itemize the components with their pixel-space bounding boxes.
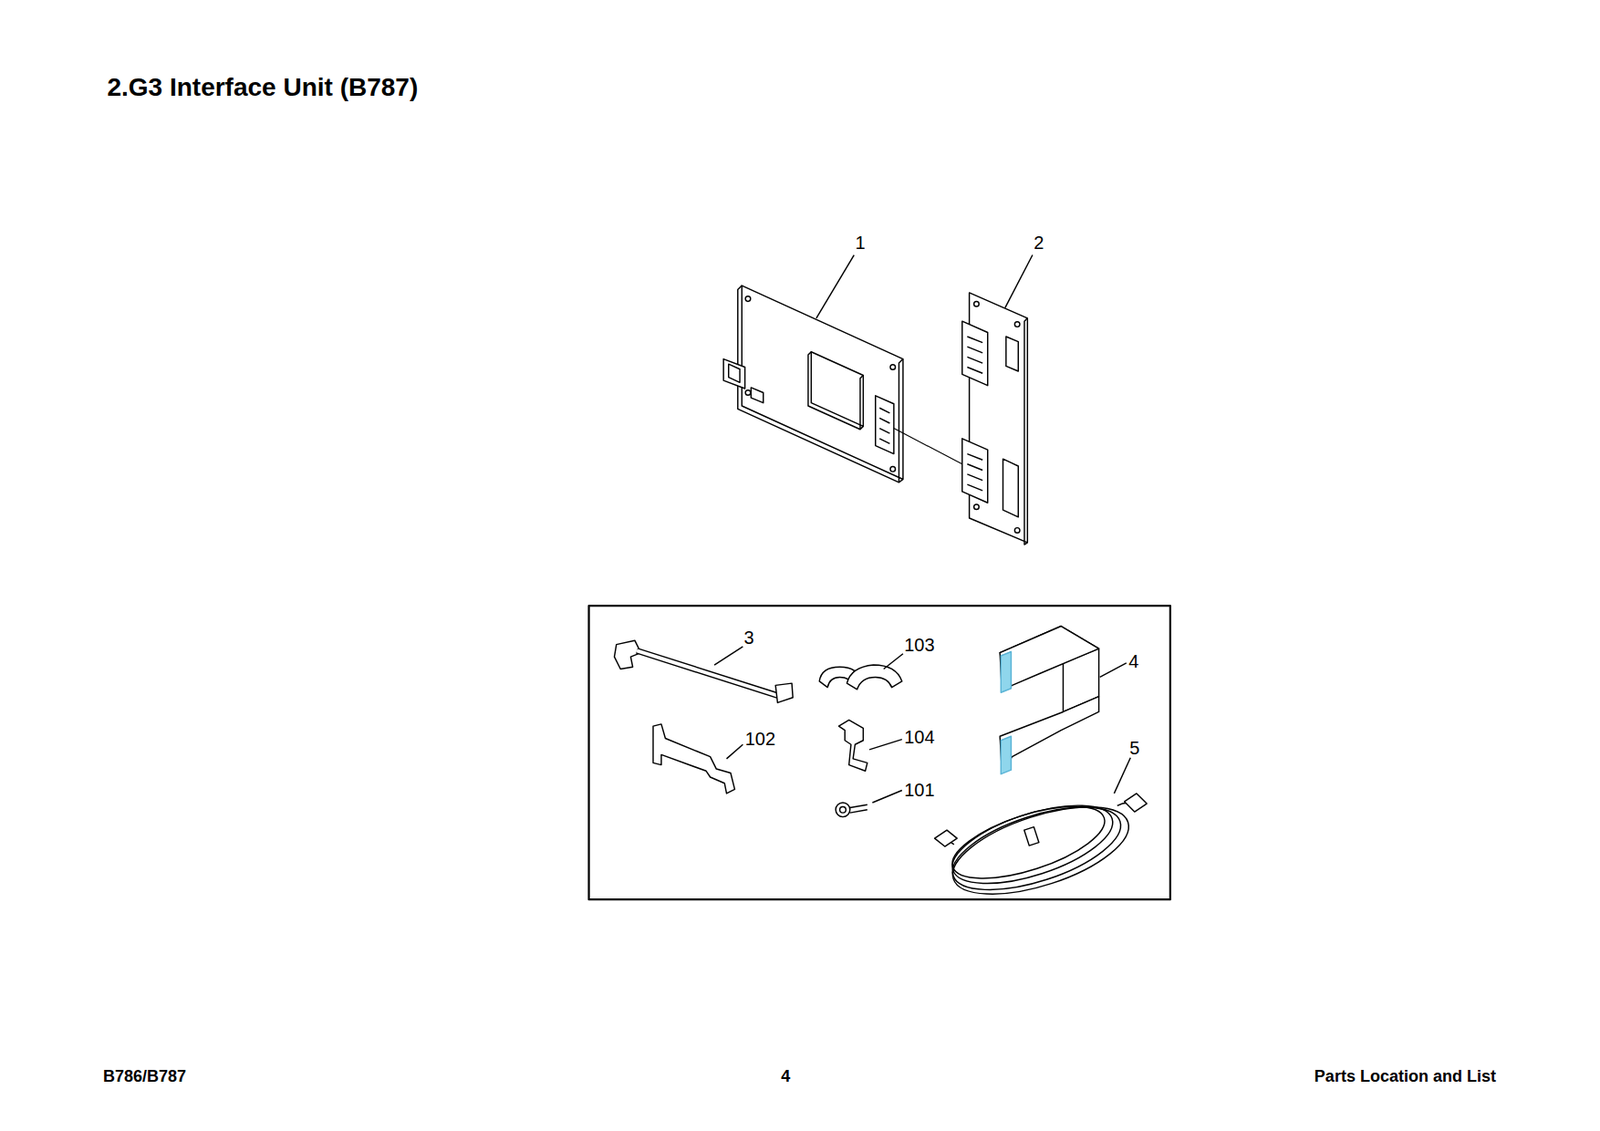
callout-number: 103 (903, 634, 935, 655)
callout-number: 4 (1128, 651, 1139, 672)
callout-number: 3 (744, 627, 755, 648)
page-number: 4 (780, 1068, 790, 1087)
footer-section: Parts Location and List (1314, 1068, 1497, 1087)
footer-model: B786/B787 (103, 1068, 187, 1087)
callout-number: 5 (1129, 737, 1140, 759)
callout-number: 2 (1033, 232, 1044, 253)
callout-number: 102 (745, 728, 776, 749)
callout-number: 101 (903, 779, 935, 800)
callout-number: 104 (903, 727, 935, 748)
page-title: 2.G3 Interface Unit (B787) (106, 73, 418, 103)
callout-number: 1 (854, 232, 865, 253)
